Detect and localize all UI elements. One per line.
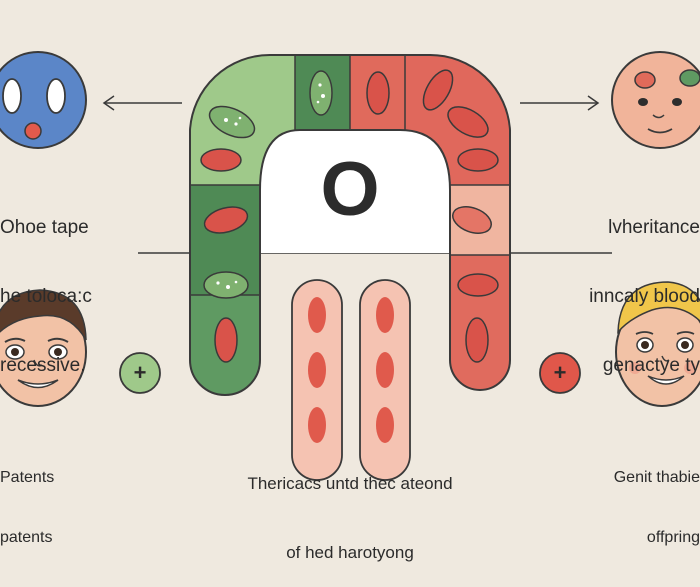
red-cell	[422, 69, 454, 111]
offspring-face-icon	[615, 281, 700, 407]
bottom-caption-line: Thericacs untd thec ateond	[247, 474, 453, 493]
blue-face-icon	[0, 51, 87, 149]
offspring-label-line: Genit thabie	[613, 469, 700, 486]
parent-label-line: Patents	[0, 469, 55, 486]
red-cell	[457, 148, 499, 172]
bottom-caption-line: of hed harotyong	[286, 543, 414, 562]
capsule-left	[291, 279, 343, 481]
right-description-line: genactye ty	[602, 355, 700, 376]
capsule-right	[359, 279, 411, 481]
plus-circle-green-icon	[119, 352, 161, 394]
left-description-line: recessive.	[0, 355, 86, 376]
red-cell	[452, 206, 492, 234]
blood-type-letter: O	[320, 147, 380, 232]
left-description-line: Ohoe tape	[0, 217, 89, 238]
arrow-left-icon	[102, 95, 182, 111]
arrow-right-icon	[520, 95, 600, 111]
red-cell	[203, 206, 249, 234]
green-cell	[203, 271, 249, 299]
plus-circle-red-icon	[539, 352, 581, 394]
peach-face-icon	[611, 51, 700, 149]
right-description: lvheritance inncaly blood genactye ty	[589, 170, 700, 400]
red-cell	[465, 317, 489, 363]
plus-symbol-left: +	[133, 360, 147, 385]
left-description: Ohoe tape he toloca:c recessive.	[0, 170, 92, 400]
green-cell	[309, 70, 333, 116]
diagram-canvas	[0, 51, 700, 481]
left-description-line: he toloca:c	[0, 286, 92, 307]
bottom-caption: Thericacs untd thec ateond of hed haroty…	[0, 426, 700, 587]
red-cell	[447, 106, 489, 138]
green-cell	[208, 105, 256, 139]
right-description-line: lvheritance	[608, 217, 700, 238]
red-cell	[366, 71, 390, 115]
red-cell	[214, 317, 238, 363]
right-description-line: inncaly blood	[589, 286, 700, 307]
red-cell	[200, 148, 242, 172]
arch-inner-panel	[260, 130, 450, 253]
red-cell	[457, 273, 499, 297]
parent-face-icon	[0, 289, 87, 407]
plus-symbol-right: +	[553, 360, 567, 385]
